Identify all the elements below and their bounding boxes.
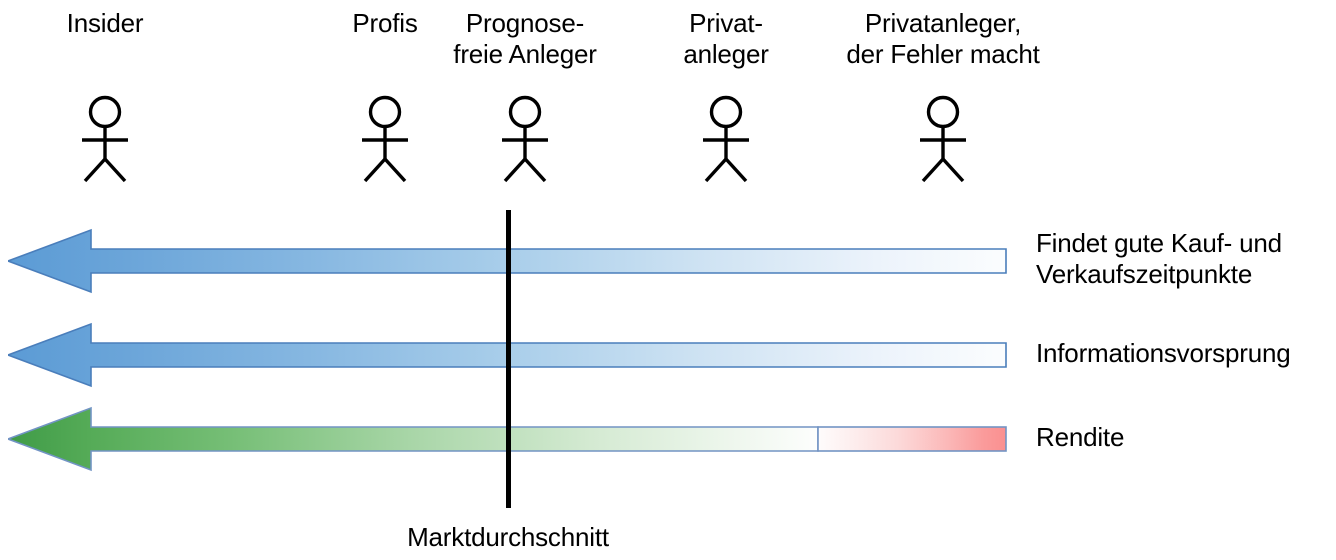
stick-figure-privatanleger (691, 95, 761, 185)
market-average-label: Marktdurchschnitt (407, 522, 609, 552)
arrow-label-informationsvorsprung: Informationsvorsprung (1036, 338, 1291, 368)
market-average-line (506, 210, 511, 508)
person-label-prognosefreie-anleger: Prognose- freie Anleger (453, 8, 597, 69)
stick-figure-prognosefreie-anleger (490, 95, 560, 185)
person-label-privatanleger: Privat- anleger (683, 8, 769, 69)
stick-figure-privatanleger-fehler (908, 95, 978, 185)
person-label-privatanleger-fehler: Privatanleger, der Fehler macht (846, 8, 1040, 69)
person-label-profis: Profis (352, 8, 418, 38)
arrow-rendite (8, 406, 1008, 472)
person-label-insider: Insider (66, 8, 144, 38)
stick-figure-insider (70, 95, 140, 185)
arrow-label-rendite: Rendite (1036, 422, 1125, 452)
arrow-label-kauf-verkaufszeitpunkte: Findet gute Kauf- und Verkaufszeitpunkte (1036, 228, 1282, 289)
stick-figure-profis (350, 95, 420, 185)
